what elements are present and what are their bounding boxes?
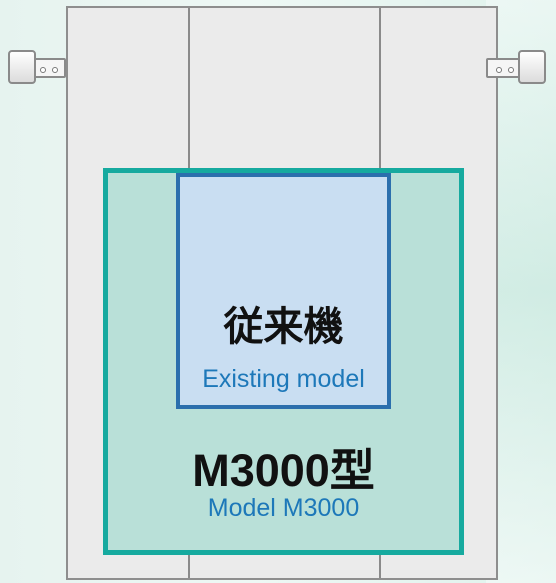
m3000-model-japanese-label: M3000型 — [192, 445, 375, 496]
right-hinge-hole-1 — [496, 67, 502, 73]
left-hinge-hole-2 — [52, 67, 58, 73]
right-hinge-plate — [486, 58, 522, 78]
right-hinge-icon — [486, 50, 546, 84]
existing-model-japanese-label: 従来機 — [223, 305, 344, 349]
m3000-model-english-label: Model M3000 — [207, 494, 360, 522]
left-hinge-hole-1 — [40, 67, 46, 73]
left-hinge-plate — [30, 58, 66, 78]
existing-model-area — [176, 173, 391, 409]
left-hinge-knuckle — [8, 50, 36, 84]
right-hinge-hole-2 — [508, 67, 514, 73]
left-hinge-icon — [8, 50, 68, 84]
existing-model-english-label: Existing model — [202, 365, 365, 393]
right-hinge-knuckle — [518, 50, 546, 84]
